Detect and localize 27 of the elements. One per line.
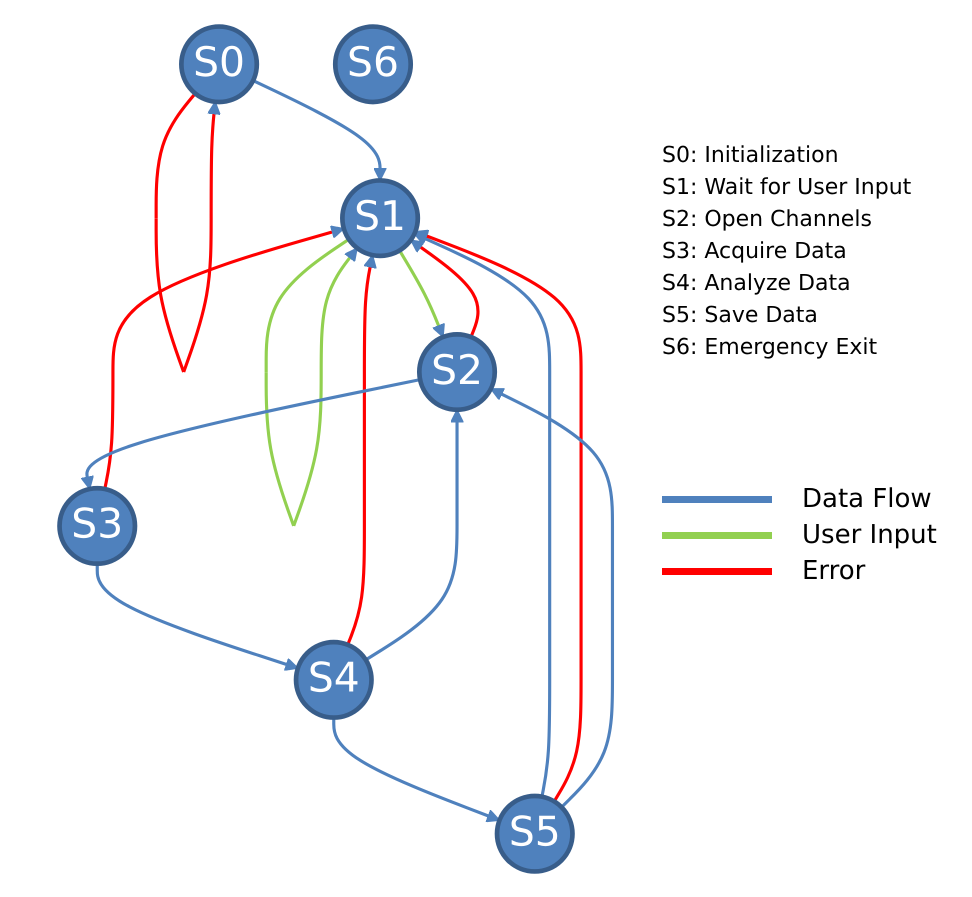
arrow [252, 78, 387, 181]
state-description: S3: Acquire Data [662, 238, 848, 266]
state-description: S4: Analyze Data [662, 270, 852, 298]
node-circle: S6 [332, 24, 414, 104]
arrow [414, 232, 552, 797]
arrow [103, 224, 344, 489]
node-circle: S1 [340, 178, 420, 258]
arrow [490, 388, 614, 808]
arrow [414, 229, 583, 802]
arrow [96, 563, 299, 670]
node-circle: S3 [57, 485, 138, 566]
legend-label: Error [802, 556, 866, 586]
state-description: S2: Open Channels [662, 206, 873, 234]
arrow [410, 238, 480, 338]
state-description: S0: Initialization [662, 142, 840, 170]
arrow [398, 249, 445, 338]
node-circle: S4 [294, 639, 374, 720]
state-description: S1: Wait for User Input [662, 174, 912, 202]
legend-label: Data Flow [802, 484, 932, 514]
arrow [332, 717, 500, 822]
node-circle: S2 [416, 332, 498, 412]
state-description: S6: Emergency Exit [662, 334, 878, 362]
state-description: S5: Save Data [662, 302, 819, 330]
node-circle: S5 [494, 793, 575, 874]
node-circle: S0 [179, 24, 260, 104]
arrow [80, 378, 420, 490]
legend-label: User Input [802, 520, 937, 550]
